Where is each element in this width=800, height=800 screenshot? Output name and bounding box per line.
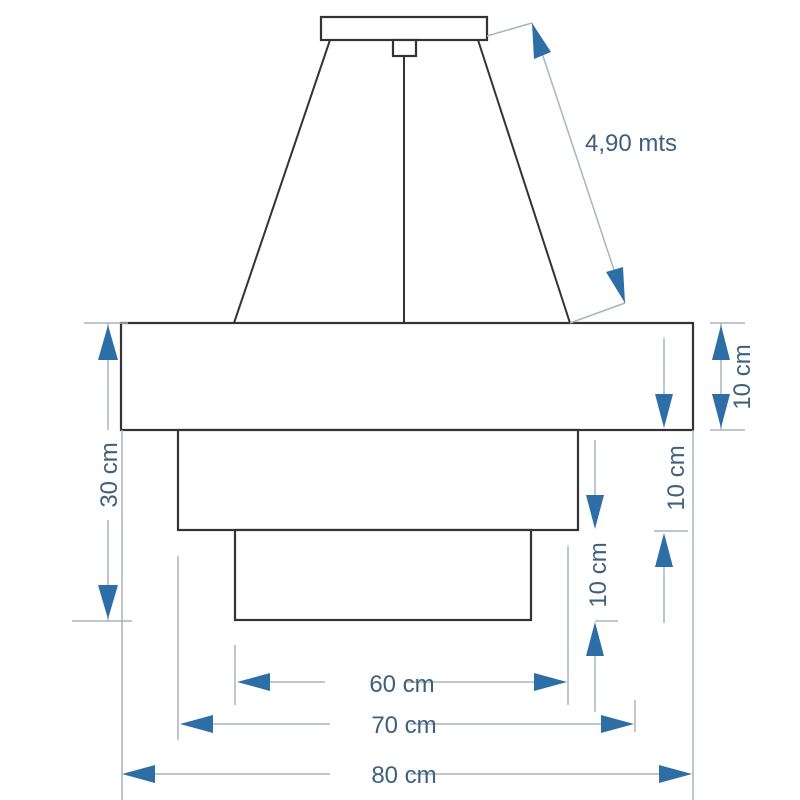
arrow-right-icon xyxy=(534,673,567,691)
arrow-down-icon xyxy=(606,267,625,303)
middle-width-label: 70 cm xyxy=(371,712,436,739)
bottom-tier-height-dimension: 10 cm xyxy=(567,440,636,732)
arrow-down-icon xyxy=(586,495,604,529)
right-suspension-cable xyxy=(477,39,571,324)
arrow-left-icon xyxy=(237,673,270,691)
cable-connector xyxy=(391,38,418,58)
arrow-up-icon xyxy=(532,23,551,59)
arrow-right-icon xyxy=(659,765,692,783)
total-height-label: 30 cm xyxy=(96,442,123,507)
total-height-dimension: 30 cm xyxy=(72,322,179,800)
top-width-label: 80 cm xyxy=(371,762,436,789)
middle-tier-height-dimension: 10 cm xyxy=(654,338,694,800)
cable-length-dimension: 4,90 mts xyxy=(486,22,677,324)
ceiling-canopy xyxy=(319,15,489,42)
arrow-down-icon xyxy=(655,394,673,428)
middle-width-dimension: 70 cm xyxy=(180,712,634,739)
arrow-up-icon xyxy=(712,325,730,360)
arrow-left-icon xyxy=(180,715,213,733)
bottom-tier-height-label: 10 cm xyxy=(585,542,612,607)
bottom-width-label: 60 cm xyxy=(369,671,434,698)
middle-tier xyxy=(176,428,580,532)
arrow-right-icon xyxy=(601,715,634,733)
left-suspension-cable xyxy=(233,39,331,324)
arrow-left-icon xyxy=(122,765,155,783)
top-width-dimension: 80 cm xyxy=(122,762,692,789)
arrow-down-icon xyxy=(712,394,730,428)
arrow-up-icon xyxy=(655,533,673,567)
arrow-up-icon xyxy=(98,325,118,360)
middle-tier-height-label: 10 cm xyxy=(663,445,690,510)
top-tier-height-dimension: 10 cm xyxy=(710,322,756,431)
top-tier-height-label: 10 cm xyxy=(729,344,756,409)
arrow-up-icon xyxy=(586,622,604,656)
arrow-down-icon xyxy=(98,585,118,619)
bottom-tier xyxy=(233,528,533,622)
cable-length-label: 4,90 mts xyxy=(585,130,677,157)
top-tier xyxy=(119,321,695,432)
bottom-width-dimension: 60 cm xyxy=(234,645,567,705)
